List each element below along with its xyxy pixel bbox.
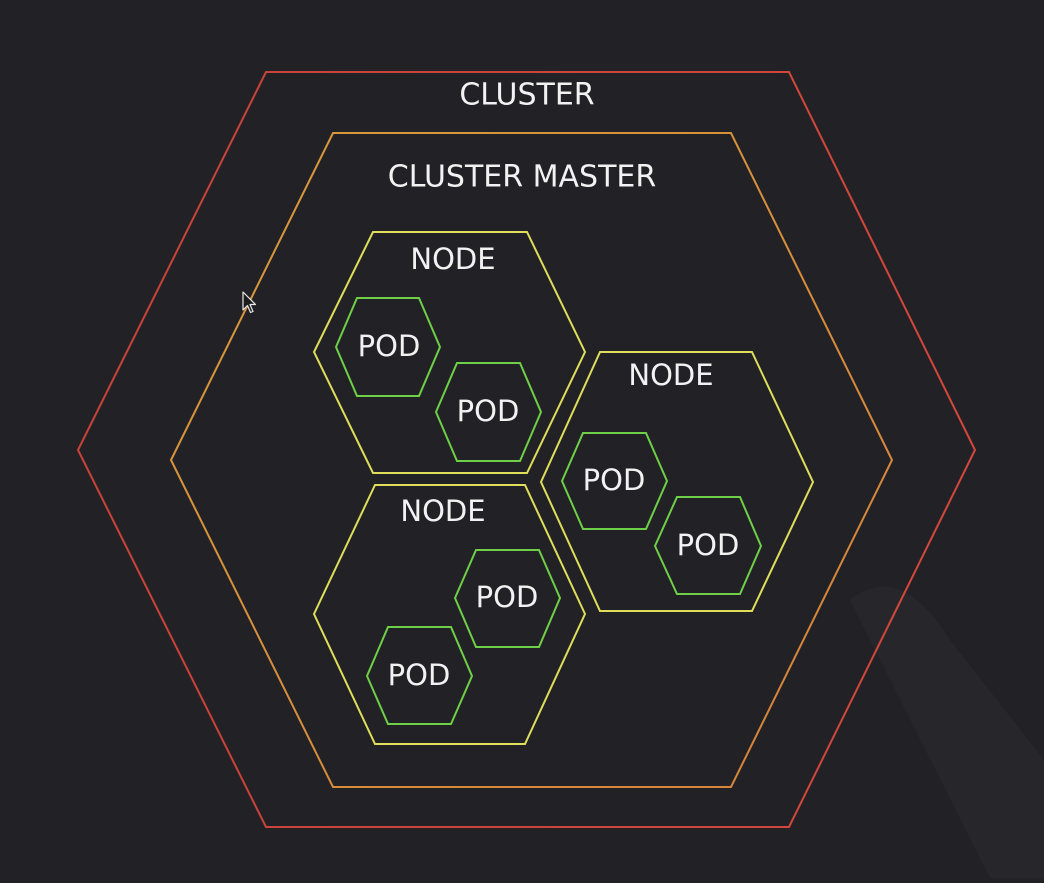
pod-hexagon	[560, 432, 669, 530]
pod-label: POD	[388, 658, 451, 692]
pod-hexagon	[434, 362, 543, 462]
cluster-master-hexagon	[169, 132, 894, 788]
cluster-master-label: CLUSTER MASTER	[388, 160, 656, 195]
node-2: NODE POD POD	[539, 351, 815, 612]
node-3: NODE POD POD	[312, 484, 587, 745]
background-shadow	[850, 586, 1044, 878]
pod-label: POD	[476, 580, 539, 614]
node-hexagon	[312, 484, 587, 745]
node-hexagon	[539, 351, 815, 612]
pod-label: POD	[583, 463, 646, 497]
node-hexagon	[312, 231, 587, 474]
node-label: NODE	[628, 358, 713, 392]
pod-hexagon	[365, 626, 474, 725]
mouse-pointer-icon	[242, 291, 257, 314]
cluster-label: CLUSTER	[459, 78, 594, 113]
pod-hexagon	[653, 496, 763, 595]
node-label: NODE	[400, 494, 485, 528]
pod-label: POD	[457, 394, 520, 428]
cluster-hexagon	[76, 71, 977, 828]
pod-label: POD	[358, 329, 421, 363]
pod-label: POD	[677, 528, 740, 562]
node-label: NODE	[410, 242, 495, 276]
pod-hexagon	[334, 297, 442, 397]
pod-hexagon	[453, 549, 562, 648]
node-1: NODE POD POD	[312, 231, 587, 474]
